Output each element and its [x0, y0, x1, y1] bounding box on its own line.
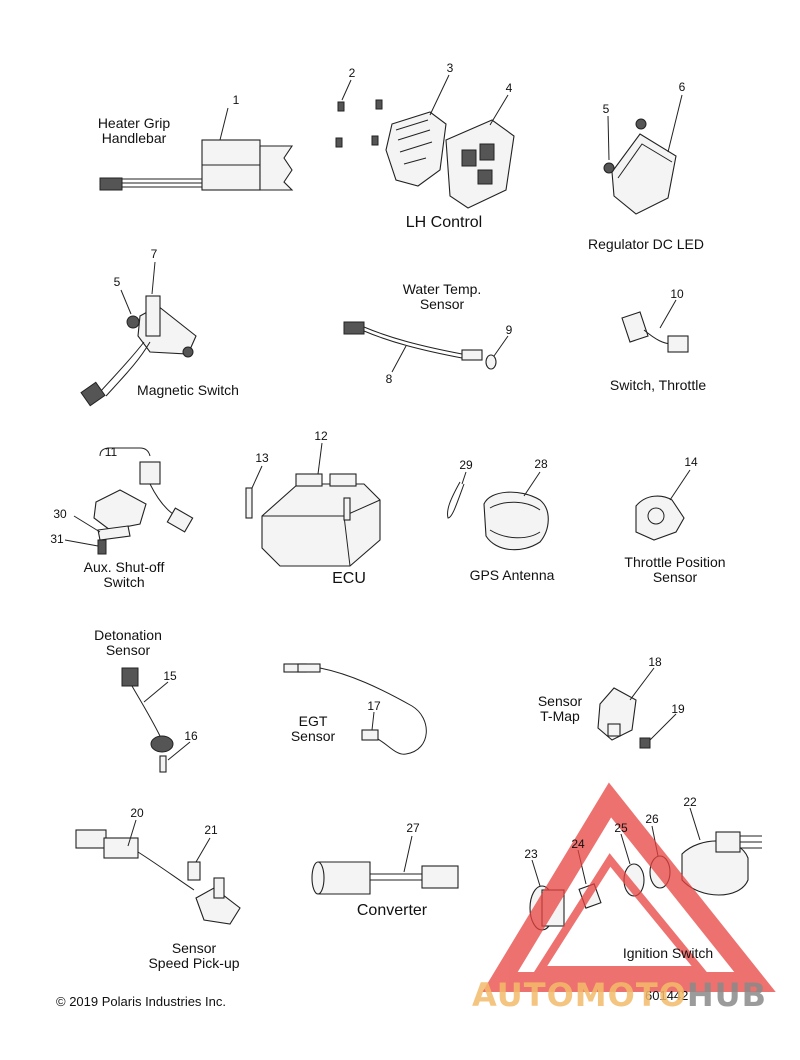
callout-12: 12	[314, 429, 328, 443]
lh-control-assembly	[335, 74, 515, 209]
callout-14: 14	[684, 455, 698, 469]
detonation-sensor	[121, 667, 191, 773]
callout-8: 8	[385, 372, 393, 386]
label-water-temp: Water Temp.Sensor	[402, 281, 482, 312]
callout-23: 23	[524, 847, 538, 861]
callout-30: 30	[53, 507, 67, 521]
callout-6: 6	[678, 80, 686, 94]
callout-17: 17	[367, 699, 381, 713]
throttle-switch	[621, 299, 689, 353]
watermark-brand-right: HUB	[686, 976, 768, 1014]
label-ecu: ECU	[332, 570, 366, 587]
watermark-logo	[482, 782, 776, 992]
callout-31: 31	[50, 532, 64, 546]
watermark-brand-text: AUTOMOTOHUB	[472, 976, 767, 1014]
callout-11: 11	[104, 445, 118, 459]
callout-21: 21	[204, 823, 218, 837]
callout-20: 20	[130, 806, 144, 820]
gps-antenna-assembly	[447, 471, 549, 551]
label-magnetic-switch: Magnetic Switch	[137, 382, 239, 398]
callout-22: 22	[683, 795, 697, 809]
watermark-brand-left: AUTOMOTO	[472, 976, 687, 1014]
callout-9: 9	[505, 323, 513, 337]
callout-27: 27	[406, 821, 420, 835]
callout-5a: 5	[602, 102, 610, 116]
throttle-position-sensor	[635, 469, 691, 541]
label-switch-throttle: Switch, Throttle	[609, 377, 707, 393]
converter	[311, 835, 459, 895]
ecu-assembly	[245, 442, 381, 567]
callout-5b: 5	[113, 275, 121, 289]
figure-number: 601442	[645, 988, 689, 1003]
callout-15: 15	[163, 669, 177, 683]
callout-26: 26	[645, 812, 659, 826]
label-lh-control: LH Control	[405, 214, 483, 231]
callout-18: 18	[648, 655, 662, 669]
callout-7: 7	[150, 247, 158, 261]
callout-10: 10	[670, 287, 684, 301]
heater-grip-harness	[99, 107, 294, 191]
speed-pickup-sensor	[75, 819, 241, 925]
callout-13: 13	[255, 451, 269, 465]
copyright-notice: © 2019 Polaris Industries Inc.	[56, 994, 226, 1009]
callout-29: 29	[459, 458, 473, 472]
callout-28: 28	[534, 457, 548, 471]
callout-25: 25	[614, 821, 628, 835]
callout-3: 3	[446, 61, 454, 75]
label-gps: GPS Antenna	[469, 567, 555, 583]
magnetic-switch-assembly	[80, 261, 197, 407]
callout-1: 1	[232, 93, 240, 107]
callout-16: 16	[184, 729, 198, 743]
regulator-assembly	[603, 94, 683, 215]
label-ignition: Ignition Switch	[622, 945, 714, 961]
label-regulator: Regulator DC LED	[588, 236, 704, 252]
callout-24: 24	[571, 837, 585, 851]
callout-19: 19	[671, 702, 685, 716]
egt-sensor	[283, 663, 427, 755]
label-converter: Converter	[356, 902, 428, 919]
callout-2: 2	[348, 66, 356, 80]
callout-4: 4	[505, 81, 513, 95]
tmap-sensor-assembly	[597, 667, 677, 749]
aux-shutoff-assembly	[64, 447, 194, 555]
water-temp-sensor	[343, 321, 509, 373]
